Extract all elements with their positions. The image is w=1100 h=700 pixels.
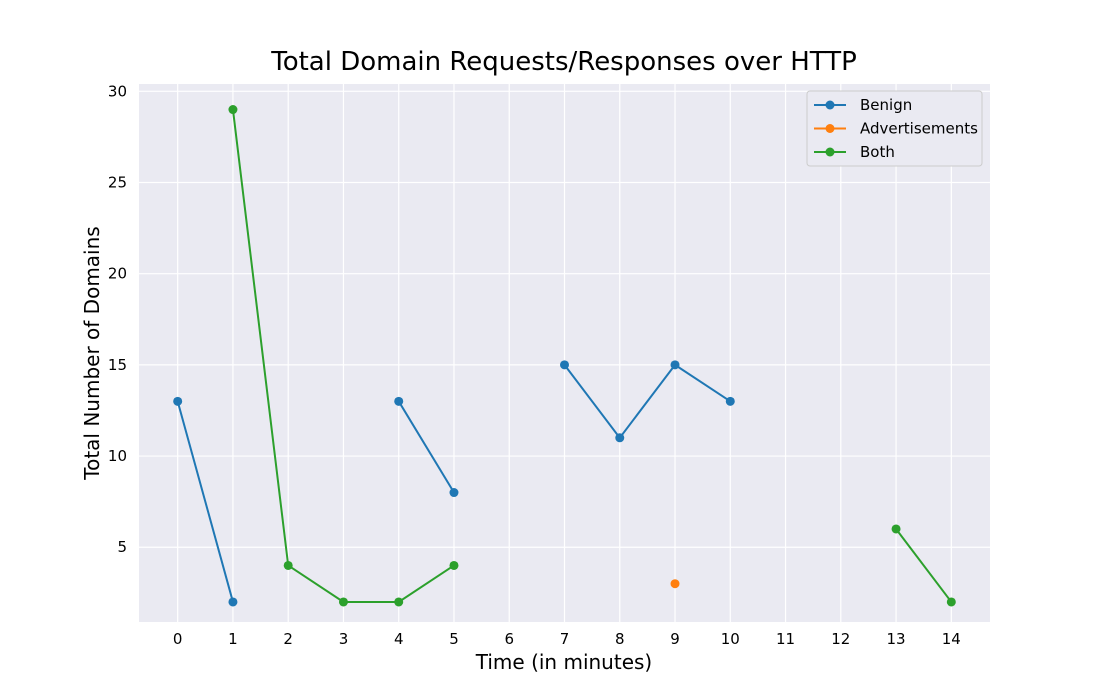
data-point-both bbox=[946, 597, 956, 607]
series-line-benign bbox=[563, 363, 731, 440]
legend-marker-advertisements bbox=[825, 124, 835, 133]
data-point-advertisements bbox=[670, 579, 680, 589]
data-point-benign bbox=[173, 396, 183, 406]
x-tick-label: 1 bbox=[228, 630, 238, 648]
x-tick-label: 10 bbox=[721, 630, 740, 648]
x-axis-label: Time (in minutes) bbox=[475, 650, 652, 674]
data-point-both bbox=[338, 597, 348, 607]
data-point-both bbox=[449, 560, 459, 570]
x-tick-label: 11 bbox=[776, 630, 795, 648]
legend-label-advertisements: Advertisements bbox=[860, 120, 978, 138]
data-point-both bbox=[891, 524, 901, 534]
legend-marker-both bbox=[825, 147, 835, 157]
series-layer bbox=[173, 105, 956, 607]
data-point-both bbox=[228, 105, 238, 115]
data-point-benign bbox=[615, 433, 625, 443]
x-tick-label: 4 bbox=[394, 630, 404, 648]
data-point-benign bbox=[394, 396, 404, 406]
legend-box bbox=[806, 90, 983, 167]
data-point-benign bbox=[560, 360, 569, 370]
x-tick-label: 13 bbox=[887, 630, 906, 648]
legend-marker-benign bbox=[825, 100, 835, 110]
x-tick-label: 2 bbox=[283, 630, 293, 648]
y-tick-label: 20 bbox=[108, 265, 127, 283]
data-point-benign bbox=[228, 597, 238, 607]
x-tick-label: 14 bbox=[942, 630, 961, 648]
legend-label-both: Both bbox=[860, 143, 895, 161]
y-axis-label: Total Number of Domains bbox=[80, 226, 104, 480]
legend-label-benign: Benign bbox=[860, 96, 912, 114]
y-tick-label: 5 bbox=[117, 538, 127, 556]
data-point-benign bbox=[449, 488, 459, 498]
data-point-benign bbox=[670, 360, 680, 370]
grid bbox=[139, 84, 990, 622]
x-tick-label: 7 bbox=[560, 630, 570, 648]
series-line-both bbox=[895, 528, 953, 603]
data-point-benign bbox=[725, 396, 735, 406]
x-tick-label: 9 bbox=[670, 630, 680, 648]
chart-title: Total Domain Requests/Responses over HTT… bbox=[270, 47, 857, 77]
series-line-benign bbox=[397, 400, 455, 494]
x-tick-label: 3 bbox=[339, 630, 349, 648]
data-point-both bbox=[394, 597, 404, 607]
y-tick-label: 30 bbox=[108, 82, 127, 100]
y-tick-label: 25 bbox=[108, 173, 127, 191]
y-tick-label: 15 bbox=[108, 356, 127, 374]
series-line-benign bbox=[176, 401, 234, 603]
x-tick-label: 12 bbox=[831, 630, 850, 648]
x-tick-label: 0 bbox=[173, 630, 183, 648]
x-tick-label: 8 bbox=[615, 630, 625, 648]
x-tick-label: 5 bbox=[449, 630, 459, 648]
data-point-both bbox=[283, 560, 293, 570]
x-tick-label: 6 bbox=[504, 630, 514, 648]
y-tick-label: 10 bbox=[108, 447, 127, 465]
